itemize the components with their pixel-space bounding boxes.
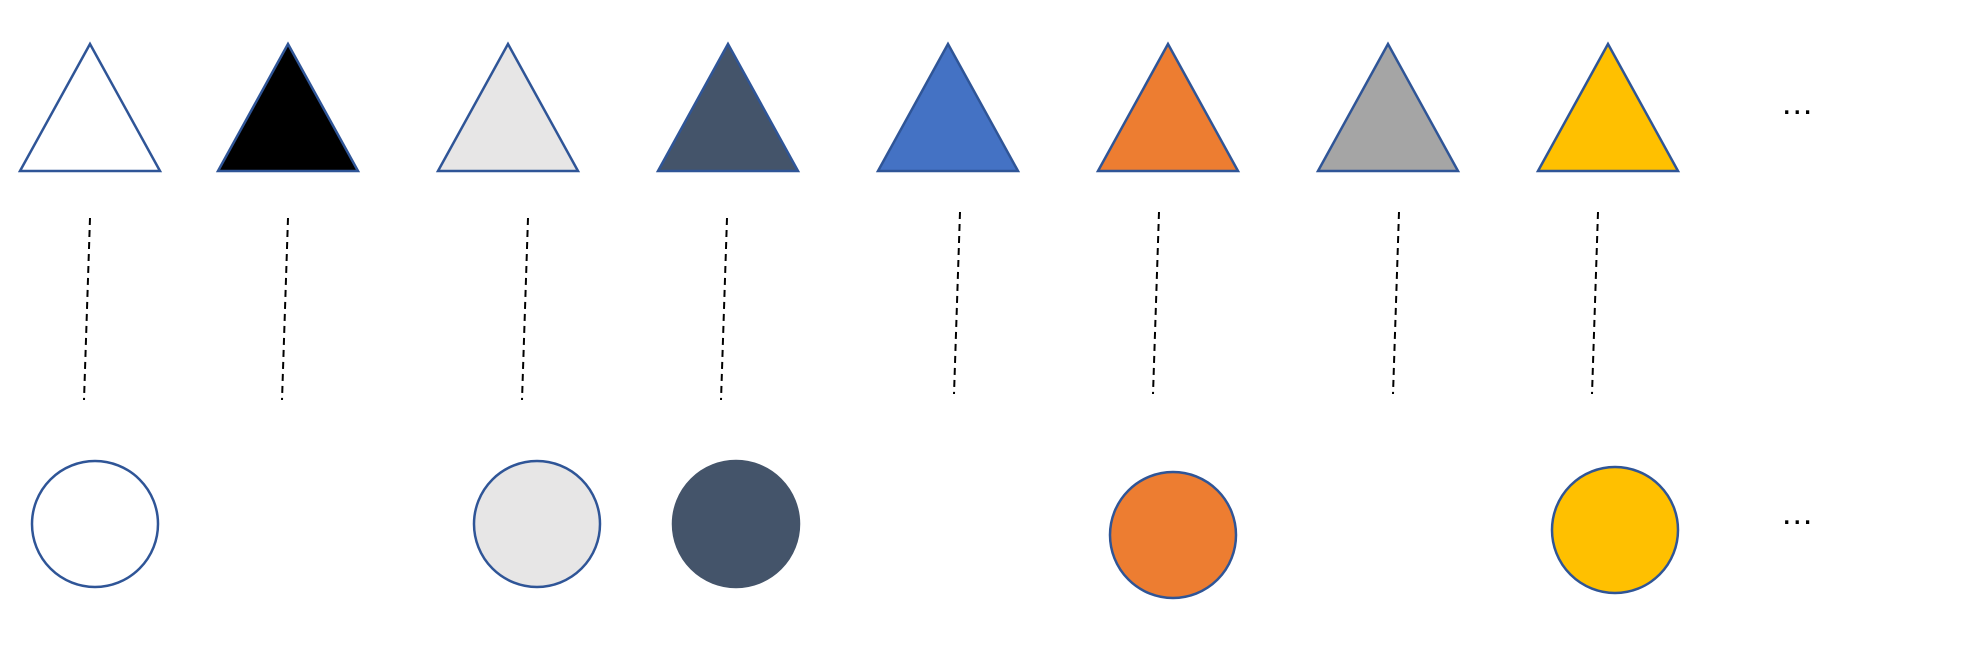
- dashed-connector-2: [281, 217, 289, 401]
- circle-3: [671, 459, 801, 589]
- triangle-4: [655, 41, 801, 173]
- dashed-connector-4: [720, 217, 728, 401]
- circles-row: [30, 459, 1680, 600]
- circle-1: [30, 459, 160, 589]
- circle-2: [472, 459, 602, 589]
- ellipsis-top: ...: [1782, 84, 1814, 122]
- triangle-8: [1535, 41, 1681, 173]
- triangle-7: [1315, 41, 1461, 173]
- dashed-connector-6: [1152, 211, 1160, 395]
- dashed-connector-7: [1392, 211, 1400, 395]
- connectors: [83, 211, 1599, 401]
- triangle-2: [215, 41, 361, 173]
- circle-5: [1550, 465, 1680, 595]
- triangle-6: [1095, 41, 1241, 173]
- dashed-connector-5: [953, 211, 961, 395]
- dashed-connector-8: [1591, 211, 1599, 395]
- triangle-5: [875, 41, 1021, 173]
- circle-4: [1108, 470, 1238, 600]
- ellipsis-bottom: ...: [1782, 494, 1814, 532]
- triangle-1: [17, 41, 163, 173]
- dashed-connector-1: [83, 217, 91, 401]
- dashed-connector-3: [521, 217, 529, 401]
- triangle-3: [435, 41, 581, 173]
- triangles-row: [17, 41, 1681, 173]
